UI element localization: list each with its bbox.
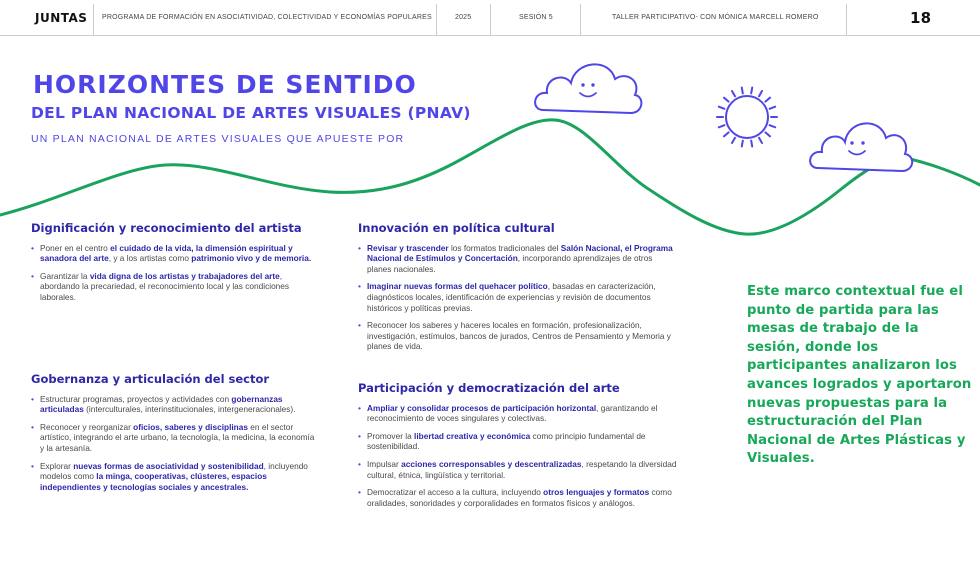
sun-ray <box>731 136 736 144</box>
header-divider <box>490 4 491 35</box>
body-text: , incluyendo modelos como <box>40 460 308 482</box>
bold-text: Salón Nacional, el Programa Nacional de … <box>367 242 673 264</box>
smiling-cloud-icon <box>534 63 643 115</box>
list-item: Reconocer los saberes y haceres locales … <box>358 320 678 352</box>
bold-text: la minga, cooperativas, clústeres, espac… <box>40 471 267 492</box>
section-heading: Participación y democratización del arte <box>358 381 620 395</box>
body-text: Poner en el centro <box>40 242 111 253</box>
page-subtitle: DEL PLAN NACIONAL DE ARTES VISUALES (PNA… <box>31 104 471 122</box>
section-participacion: Participación y democratización del arte… <box>358 381 683 515</box>
body-text: (interculturales, interinstitucionales, … <box>83 404 296 415</box>
bold-text: patrimonio vivo y de memoria. <box>191 253 312 264</box>
intro-line: UN PLAN NACIONAL DE ARTES VISUALES QUE A… <box>31 133 405 145</box>
brand-logo: JUNTAS <box>35 10 88 25</box>
section-gobernanza: Gobernanza y articulación del sector Est… <box>31 372 316 499</box>
body-text: Impulsar <box>367 458 402 469</box>
section-innovacion: Innovación en política cultural Revisar … <box>358 221 678 359</box>
list-item: Impulsar acciones corresponsables y desc… <box>358 459 683 480</box>
sun-ray <box>717 124 726 129</box>
bold-text: libertad creativa y económica <box>414 430 531 441</box>
mountain-line <box>0 118 980 236</box>
list-item: Poner en el centro el cuidado de la vida… <box>31 243 316 264</box>
bold-text: acciones corresponsables y descentraliza… <box>401 458 582 469</box>
section-dignificacion: Dignificación y reconocimiento del artis… <box>31 221 316 310</box>
bold-text: gobernanzas articuladas <box>40 393 283 415</box>
sun-ray <box>768 124 777 129</box>
body-text: en el sector artístico, integrando el ar… <box>40 421 315 453</box>
body-text: Democratizar el acceso a la cultura, inc… <box>367 487 544 498</box>
sun-ray <box>750 86 754 95</box>
body-text: Promover la <box>367 430 415 441</box>
sun-ray <box>764 96 771 103</box>
header-divider <box>93 4 94 35</box>
bullet-list: Poner en el centro el cuidado de la vida… <box>31 243 316 303</box>
year-label: 2025 <box>455 14 472 21</box>
sun-ray <box>731 90 736 98</box>
body-text: , y a los artistas como <box>108 253 192 264</box>
page-number: 18 <box>910 8 932 27</box>
body-text: , basadas en caracterización, diagnóstic… <box>367 281 656 313</box>
list-item: Promover la libertad creativa y económic… <box>358 431 683 452</box>
body-text: Estructurar programas, proyectos y activ… <box>40 393 232 404</box>
section-heading: Innovación en política cultural <box>358 221 555 235</box>
header-divider <box>580 4 581 35</box>
body-text: Explorar <box>40 460 74 471</box>
body-text: , incorporando aprendizajes de otros pla… <box>367 253 653 274</box>
header-divider <box>846 4 847 35</box>
page-title: HORIZONTES DE SENTIDO <box>33 70 417 99</box>
list-item: Ampliar y consolidar procesos de partici… <box>358 403 683 424</box>
sun-ray <box>758 90 763 98</box>
body-text: Reconocer los saberes y haceres locales … <box>367 320 671 352</box>
body-text: los formatos tradicionales del <box>448 242 561 253</box>
body-text: como oralidades, sonoridades y corporali… <box>367 487 672 508</box>
header-rule <box>0 35 980 36</box>
program-name: PROGRAMA DE FORMACIÓN EN ASOCIATIVIDAD, … <box>102 14 432 21</box>
header-divider <box>436 4 437 35</box>
bold-text: vida digna de los artistas y trabajadore… <box>89 270 280 281</box>
body-text: , respetando la diversidad cultural, étn… <box>367 458 677 480</box>
list-item: Democratizar el acceso a la cultura, inc… <box>358 487 683 508</box>
bold-text: el cuidado de la vida, la dimensión espi… <box>40 242 293 264</box>
context-note: Este marco contextual fue el punto de pa… <box>747 284 972 467</box>
body-text: , abordando la precariedad, el reconocim… <box>40 270 290 302</box>
list-item: Estructurar programas, proyectos y activ… <box>31 394 316 415</box>
sun-ray <box>768 105 777 110</box>
bold-text: nuevas formas de asociatividad y sosteni… <box>73 460 264 471</box>
list-item: Reconocer y reorganizar oficios, saberes… <box>31 422 316 454</box>
body-text: Reconocer y reorganizar <box>40 421 134 432</box>
header-bar: JUNTAS PROGRAMA DE FORMACIÓN EN ASOCIATI… <box>0 0 980 44</box>
list-item: Garantizar la vida digna de los artistas… <box>31 271 316 303</box>
sun-ray <box>723 131 730 138</box>
body-text: como principio fundamental de sostenibil… <box>367 430 646 452</box>
sun-ray <box>740 139 744 148</box>
bold-text: Revisar y trascender <box>367 242 449 253</box>
smiling-cloud-icon <box>809 122 914 173</box>
bullet-list: Ampliar y consolidar procesos de partici… <box>358 403 683 509</box>
bold-text: Ampliar y consolidar procesos de partici… <box>367 402 597 413</box>
section-heading: Dignificación y reconocimiento del artis… <box>31 221 302 235</box>
section-heading: Gobernanza y articulación del sector <box>31 372 270 386</box>
list-item: Explorar nuevas formas de asociatividad … <box>31 461 316 493</box>
sun-ray <box>717 105 726 110</box>
sun-icon <box>716 86 778 148</box>
workshop-label: TALLER PARTICIPATIVO- CON MÓNICA MARCELL… <box>612 14 819 21</box>
bold-text: otros lenguajes y formatos <box>543 487 650 498</box>
sun-ray <box>723 96 730 103</box>
body-text: Garantizar la <box>40 270 90 281</box>
session-label: SESIÓN 5 <box>519 14 553 21</box>
sun-ray <box>750 139 754 148</box>
bold-text: oficios, saberes y disciplinas <box>133 421 248 432</box>
body-text: , garantizando el reconocimiento de voce… <box>367 402 658 424</box>
sun-ray <box>740 86 744 95</box>
bullet-list: Estructurar programas, proyectos y activ… <box>31 394 316 493</box>
bold-text: Imaginar nuevas formas del quehacer polí… <box>367 281 548 292</box>
sun-ray <box>758 136 763 144</box>
list-item: Imaginar nuevas formas del quehacer polí… <box>358 281 678 313</box>
list-item: Revisar y trascender los formatos tradic… <box>358 243 678 275</box>
bullet-list: Revisar y trascender los formatos tradic… <box>358 243 678 352</box>
sun-ray <box>764 131 771 138</box>
